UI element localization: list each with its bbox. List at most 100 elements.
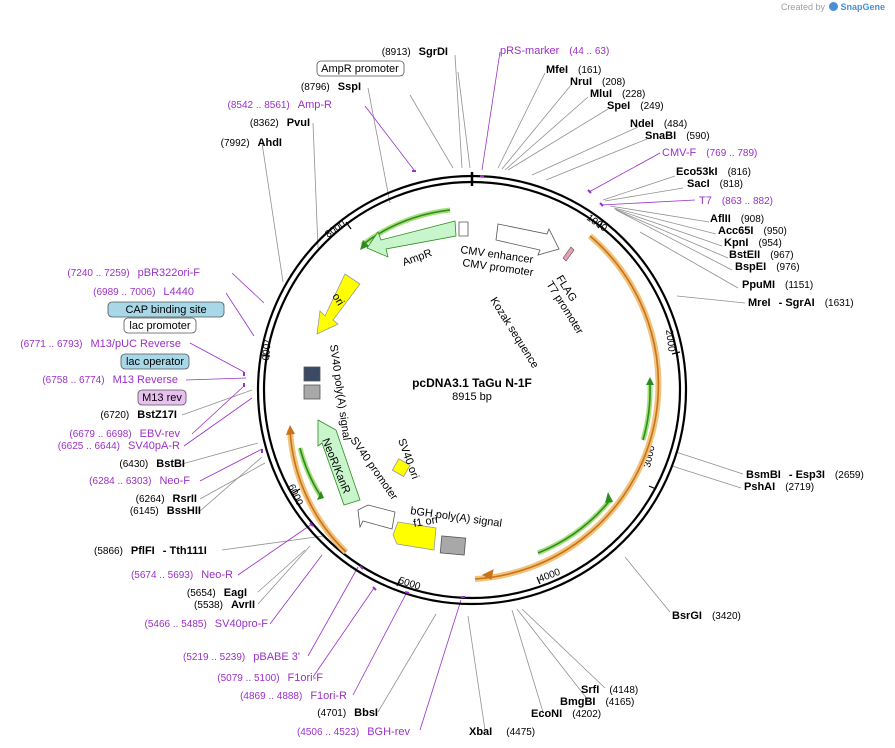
enzyme-pos: (6145): [130, 506, 159, 517]
enzyme-pos: (484): [664, 119, 687, 130]
enzyme-name: AvrII: [231, 599, 255, 611]
enzyme-labels-right: MfeI(161) NruI(208) MluI(228) SpeI(249) …: [469, 64, 864, 738]
svg-text:(6720)BstZ17I: (6720) BstZ17I: [100, 409, 177, 421]
enzyme-name: BspEI: [735, 261, 766, 273]
ori-feature: [316, 273, 361, 335]
primer-marks: [243, 170, 604, 598]
enzyme-name: XbaI: [469, 726, 492, 738]
sv40-ori-feature: [391, 458, 411, 478]
svg-text:(5466 .. 5485)SV40pro-F: (5466 .. 5485)SV40pro-F: [145, 618, 269, 630]
svg-text:PshAI(2719): PshAI(2719): [744, 481, 814, 493]
kozak-label: Kozak sequence: [487, 295, 540, 370]
svg-text:MreI- SgrAI(1631): MreI- SgrAI(1631): [748, 297, 854, 309]
primer-range: (7240 .. 7259): [67, 268, 129, 279]
enzyme-pos: (4202): [572, 709, 601, 720]
enzyme-name: BstBI: [156, 458, 185, 470]
cmv-enhancer-feature: [495, 223, 560, 256]
enzyme-pos: (1631): [825, 298, 854, 309]
primer-range: (863 .. 882): [722, 196, 773, 207]
snapgene-logo-icon: [829, 2, 839, 11]
svg-text:(4506 .. 4523)BGH-rev: (4506 .. 4523)BGH-rev: [297, 726, 411, 738]
enzyme-name: BsmBI: [746, 469, 781, 481]
enzyme-name: PvuI: [287, 117, 310, 129]
enzyme-name: - Esp3I: [789, 469, 825, 481]
svg-text:(6264)RsrII: (6264)RsrII: [136, 493, 197, 505]
svg-text:AflII(908): AflII (908): [710, 213, 764, 225]
enzyme-name: BstZ17I: [137, 409, 177, 421]
primer-range: (5079 .. 5100): [217, 673, 279, 684]
enzyme-pos: (5654): [187, 588, 216, 599]
primer-range: (6284 .. 6303): [89, 476, 151, 487]
primer-labels: pRS-marker(44 .. 63) CMV-F(769 .. 789) T…: [20, 45, 773, 738]
svg-text:XbaI(4475): XbaI(4475): [469, 726, 535, 738]
enzyme-pos: (8913): [382, 47, 411, 58]
lac-operator-box: lac operator: [120, 353, 190, 370]
primer-range: (6771 .. 6793): [20, 339, 82, 350]
enzyme-pos: (2659): [835, 470, 864, 481]
enzyme-pos: (3420): [712, 611, 741, 622]
svg-text:(4869 .. 4888)F1ori-R: (4869 .. 4888)F1ori-R: [240, 690, 347, 702]
enzyme-name: SnaBI: [645, 130, 676, 142]
lac-operator-label: lac operator: [126, 356, 184, 368]
ampr-feature: [366, 220, 457, 258]
svg-text:(6679 .. 6698)EBV-rev: (6679 .. 6698)EBV-rev: [69, 428, 180, 440]
ampr-label: AmpR: [401, 247, 434, 269]
enzyme-name: EagI: [224, 587, 247, 599]
svg-text:Acc65I(950): Acc65I(950): [718, 225, 787, 237]
enzyme-pos: (816): [728, 167, 751, 178]
orf-arcs: [286, 207, 662, 582]
primer-range: (44 .. 63): [569, 46, 609, 57]
ampr-promoter-label: AmpR promoter: [321, 63, 399, 75]
snapgene-credit: Created by SnapGene: [781, 2, 885, 12]
m13-rev-box: M13 rev: [137, 389, 187, 406]
primer-name: SV40pA-R: [128, 440, 180, 452]
tick-label: 7000: [259, 338, 272, 362]
enzyme-name: AflII: [710, 213, 731, 225]
primer-range: (5674 .. 5693): [131, 570, 193, 581]
primer-name: pBR322ori-F: [138, 267, 201, 279]
enzyme-pos: (967): [770, 250, 793, 261]
enzyme-pos: (6720): [100, 410, 129, 421]
tick-label: 8000: [323, 218, 348, 240]
svg-text:SacI(818): SacI(818): [687, 178, 743, 190]
enzyme-pos: (8796): [301, 82, 330, 93]
flag-feature: [562, 246, 575, 262]
svg-text:(6758 .. 6774)M13 Reverse: (6758 .. 6774)M13 Reverse: [42, 374, 178, 386]
credit-brand: SnapGene: [840, 2, 885, 12]
neo-feature: [317, 419, 361, 506]
svg-text:(4701)BbsI: (4701)BbsI: [317, 707, 378, 719]
backbone-inner-circle: [262, 180, 682, 600]
svg-text:pRS-marker(44 .. 63): pRS-marker(44 .. 63): [500, 45, 609, 57]
svg-text:(5079 .. 5100)F1ori-F: (5079 .. 5100)F1ori-F: [217, 672, 323, 684]
enzyme-pos: (4148): [609, 685, 638, 696]
svg-text:Eco53kI(816): Eco53kI(816): [676, 166, 751, 178]
enzyme-name: MreI: [748, 297, 771, 309]
enzyme-pos: (908): [741, 214, 764, 225]
svg-text:BsrGI(3420): BsrGI(3420): [672, 610, 741, 622]
svg-text:(7240 .. 7259)pBR322ori-F: (7240 .. 7259) pBR322ori-F: [67, 267, 200, 279]
svg-text:(6145)BssHII: (6145)BssHII: [130, 505, 201, 517]
ampr-promoter-feature: [458, 221, 469, 237]
svg-text:(8796)SspI: (8796)SspI: [301, 81, 361, 93]
enzyme-labels-left: (8913)SgrDI (8796)SspI (8362)PvuI (7992)…: [94, 46, 448, 719]
enzyme-name: KpnI: [724, 237, 748, 249]
primer-range: (5466 .. 5485): [145, 619, 207, 630]
enzyme-pos: (4701): [317, 708, 346, 719]
enzyme-pos: (1151): [785, 280, 813, 291]
enzyme-pos: (208): [602, 77, 625, 88]
svg-text:(5674 .. 5693)Neo-R: (5674 .. 5693)Neo-R: [131, 569, 233, 581]
enzyme-name: SgrDI: [419, 46, 448, 58]
ampr-promoter-box: AmpR promoter: [316, 60, 405, 77]
enzyme-name: PshAI: [744, 481, 775, 493]
enzyme-pos: (950): [763, 226, 786, 237]
primer-name: F1ori-R: [310, 690, 347, 702]
enzyme-pos: (954): [758, 238, 781, 249]
backbone-outer-circle: [256, 174, 688, 606]
enzyme-leader-lines: [181, 54, 746, 731]
lac-promoter-box: lac promoter: [123, 317, 197, 334]
sv40-polya-label: SV40 poly(A) signal: [327, 344, 352, 441]
sv40-polya-gray-feature: [303, 384, 321, 400]
enzyme-name: SrfI: [581, 684, 599, 696]
enzyme-name: PflFI: [131, 545, 155, 557]
plasmid-length: 8915 bp: [452, 391, 492, 403]
